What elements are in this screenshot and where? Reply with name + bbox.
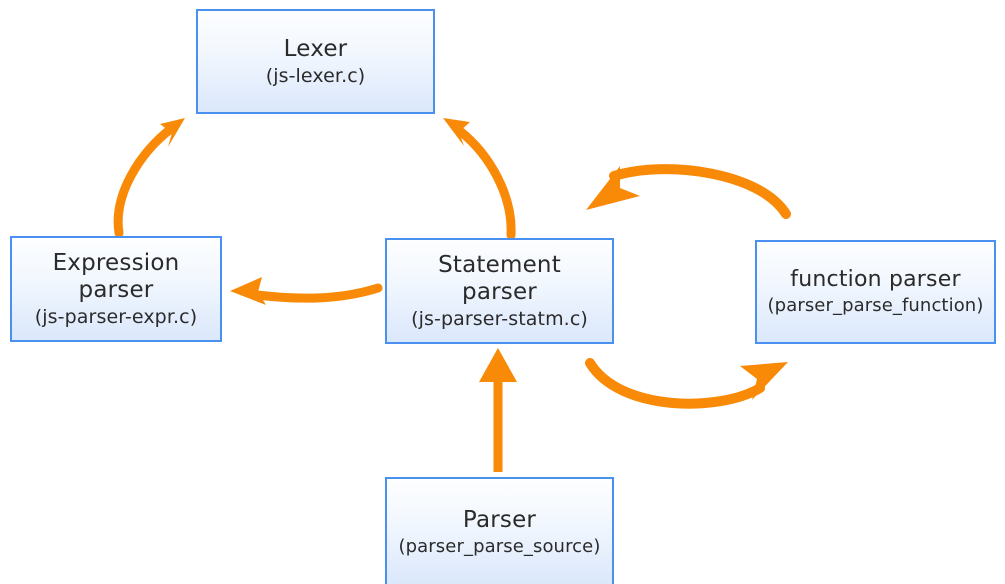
edge-parser-to-statement [479,348,517,472]
edge-statement-to-lexer [443,118,516,240]
node-parser-subtitle: (parser_parse_source) [398,535,601,557]
node-function-parser-subtitle: (parser_parse_function) [767,295,984,317]
node-lexer-title: Lexer [283,35,348,62]
node-parser[interactable]: Parser (parser_parse_source) [385,477,614,584]
node-expression-parser-subtitle: (js-parser-expr.c) [34,305,198,328]
node-function-parser-title: function parser [790,267,961,293]
node-statement-parser-subtitle: (js-parser-statm.c) [411,307,588,330]
edge-statement-to-function [585,358,788,409]
edge-expression-to-lexer [113,118,185,238]
node-statement-parser[interactable]: Statement parser (js-parser-statm.c) [385,238,614,344]
node-expression-parser-title: Expression parser [52,249,180,303]
node-function-parser[interactable]: function parser (parser_parse_function) [755,240,996,344]
edge-function-to-statement [586,164,791,219]
node-statement-parser-title: Statement parser [438,251,561,305]
node-expression-parser[interactable]: Expression parser (js-parser-expr.c) [10,236,222,342]
edge-statement-to-expression [230,277,383,305]
node-lexer-subtitle: (js-lexer.c) [265,64,366,87]
node-parser-title: Parser [462,506,537,533]
node-lexer[interactable]: Lexer (js-lexer.c) [196,9,435,114]
